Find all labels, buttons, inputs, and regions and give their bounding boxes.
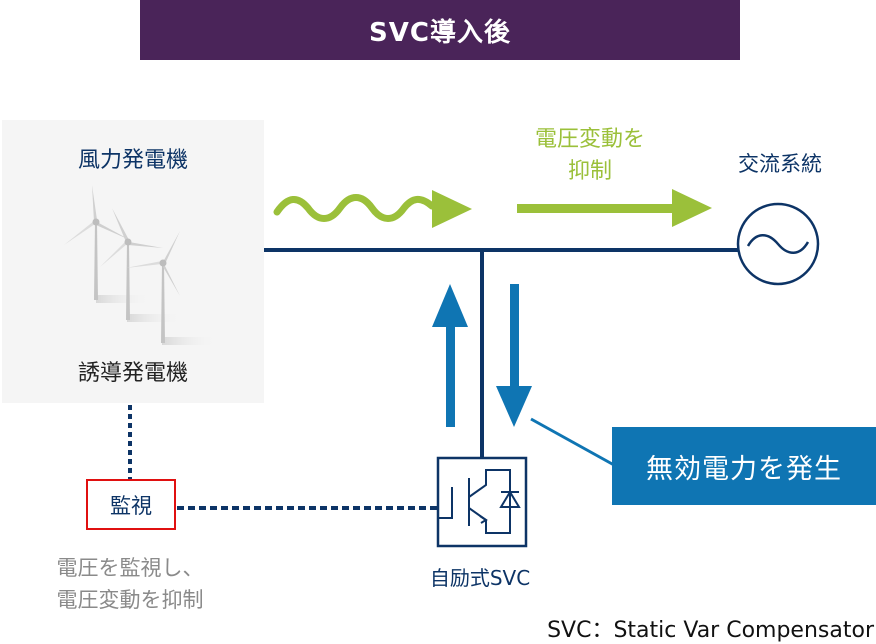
reactive-power-label: 無効電力を発生 xyxy=(646,453,842,485)
suppress-label-line1: 電圧変動を xyxy=(534,127,645,152)
monitor-box: 監視 xyxy=(86,479,176,530)
suppressed-flow-arrow xyxy=(517,189,712,227)
monitor-description: 電圧を監視し、 電圧変動を抑制 xyxy=(10,552,250,616)
generator-title: 風力発電機 xyxy=(77,148,188,173)
wind-turbines-icon xyxy=(64,185,217,345)
page-title: SVC導入後 xyxy=(369,17,511,48)
monitor-description-line2: 電圧変動を抑制 xyxy=(56,588,204,612)
monitor-description-line1: 電圧を監視し、 xyxy=(56,556,204,580)
ac-source-icon xyxy=(736,202,820,286)
ac-grid-label: 交流系統 xyxy=(738,152,822,176)
reactive-power-up-arrow xyxy=(432,284,468,427)
reactive-power-callout: 無効電力を発生 xyxy=(612,427,876,505)
monitor-label: 監視 xyxy=(110,493,152,518)
svc-label: 自励式SVC xyxy=(429,566,531,590)
callout-leader-line xyxy=(530,417,615,467)
igbt-diode-icon xyxy=(436,456,528,548)
reactive-power-down-arrow xyxy=(496,284,532,427)
suppress-label: 電圧変動を 抑制 xyxy=(500,124,680,188)
suppress-label-line2: 抑制 xyxy=(567,159,612,184)
title-bar: SVC導入後 xyxy=(140,0,740,60)
voltage-fluctuation-arrow xyxy=(273,190,472,228)
generator-panel xyxy=(2,120,264,403)
footnote: SVC：Static Var Compensator xyxy=(547,618,874,643)
generator-subtitle: 誘導発電機 xyxy=(77,361,188,386)
